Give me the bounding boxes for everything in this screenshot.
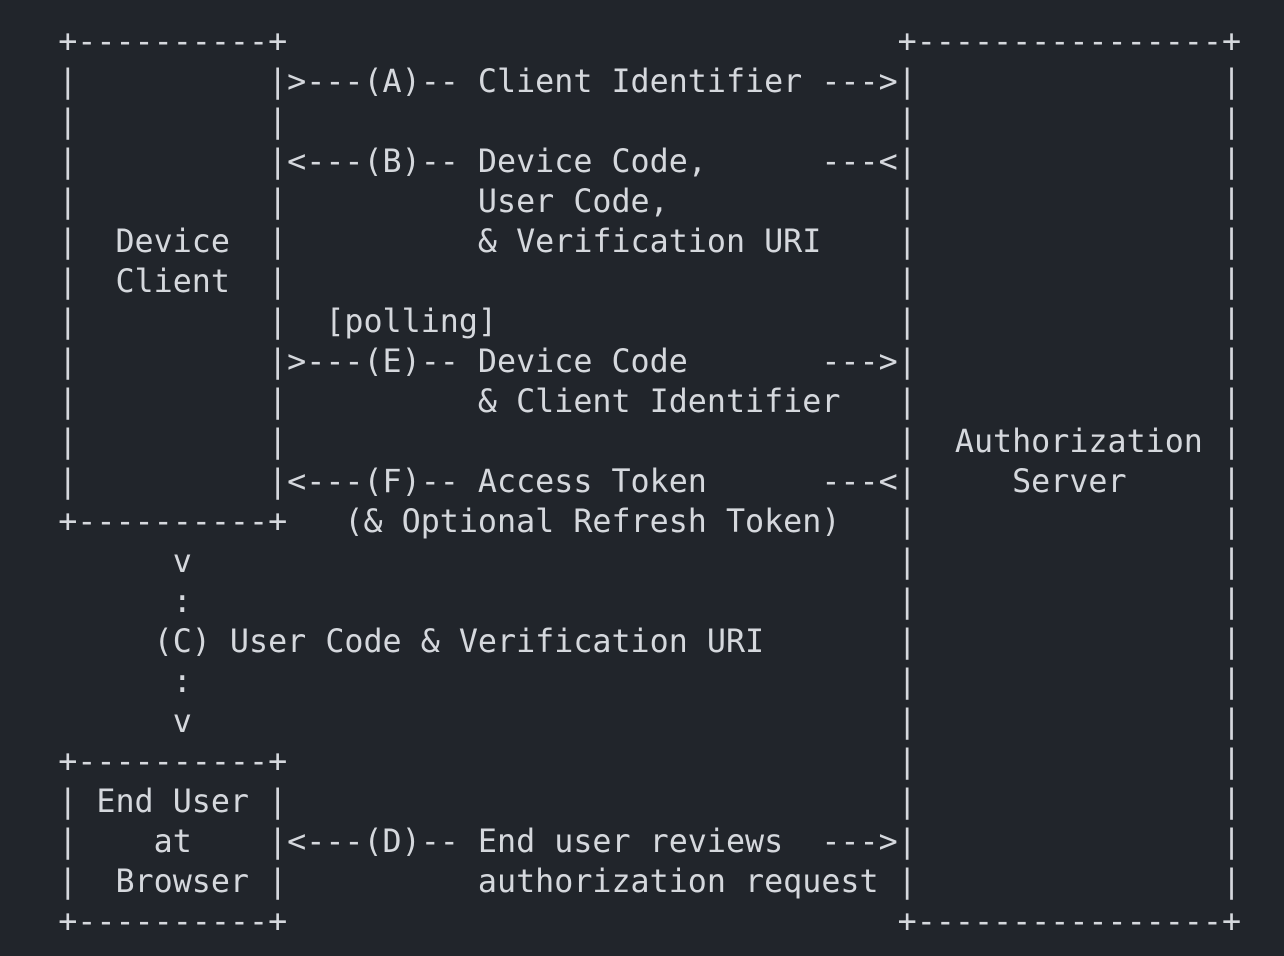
diagram-line: | Device | & Verification URI | | (1, 224, 1242, 260)
diagram-line: | |<---(B)-- Device Code, ---<| | (1, 144, 1242, 180)
diagram-line: | | | | (1, 104, 1242, 140)
diagram-line: | | [polling] | | (1, 304, 1242, 340)
diagram-line: +----------+ +----------------+ (1, 904, 1242, 940)
diagram-line: : | | (1, 664, 1242, 700)
diagram-line: | End User | | | (1, 784, 1242, 820)
diagram-line: v | | (1, 544, 1242, 580)
diagram-line: v | | (1, 704, 1242, 740)
diagram-line: | |>---(A)-- Client Identifier --->| | (1, 64, 1242, 100)
diagram-line: | |>---(E)-- Device Code --->| | (1, 344, 1242, 380)
diagram-line: (C) User Code & Verification URI | | (1, 624, 1242, 660)
diagram-line: | | User Code, | | (1, 184, 1242, 220)
diagram-line: : | | (1, 584, 1242, 620)
diagram-line: | | & Client Identifier | | (1, 384, 1242, 420)
diagram-line: +----------+ (& Optional Refresh Token) … (1, 504, 1242, 540)
diagram-line: | at |<---(D)-- End user reviews --->| | (1, 824, 1242, 860)
diagram-line: | | | Authorization | (1, 424, 1242, 460)
diagram-line: | |<---(F)-- Access Token ---<| Server | (1, 464, 1242, 500)
diagram-line: +----------+ | | (1, 744, 1242, 780)
diagram-line: | Browser | authorization request | | (1, 864, 1242, 900)
diagram-line: | Client | | | (1, 264, 1242, 300)
diagram-line: +----------+ +----------------+ (1, 24, 1242, 60)
